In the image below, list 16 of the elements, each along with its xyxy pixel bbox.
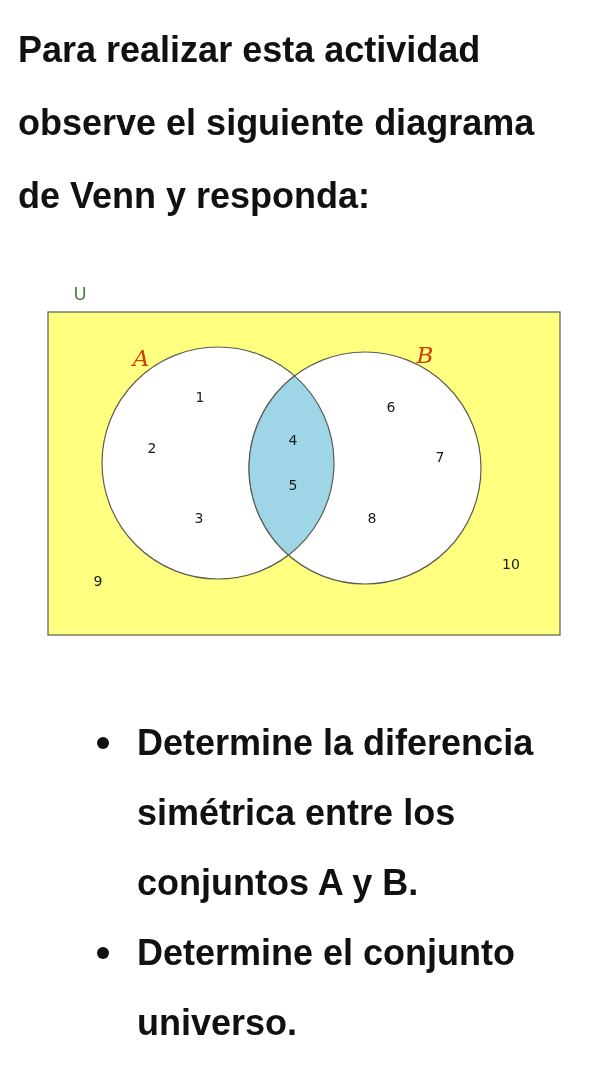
element-number: 3: [194, 510, 204, 526]
element-number: 10: [502, 556, 520, 572]
element-number: 8: [367, 510, 377, 526]
element-number: 5: [288, 477, 298, 493]
element-number: 7: [435, 449, 445, 465]
set-label: B: [416, 342, 434, 368]
element-number: 9: [93, 573, 103, 589]
list-item-text: Determine el conjunto universo.: [137, 931, 517, 1045]
element-number: 2: [147, 440, 157, 456]
element-number: 1: [195, 389, 205, 405]
set-label: U: [73, 282, 87, 304]
set-label: A: [132, 345, 150, 371]
title-text: Para realizar esta actividad observe el siguiente diagrama de Venn y responda:: [18, 28, 536, 218]
list-item-text: Determine la diferencia simétrica entre los conjuntos A y B.: [137, 721, 535, 905]
element-number: 4: [288, 432, 298, 448]
element-number: 6: [386, 399, 396, 415]
